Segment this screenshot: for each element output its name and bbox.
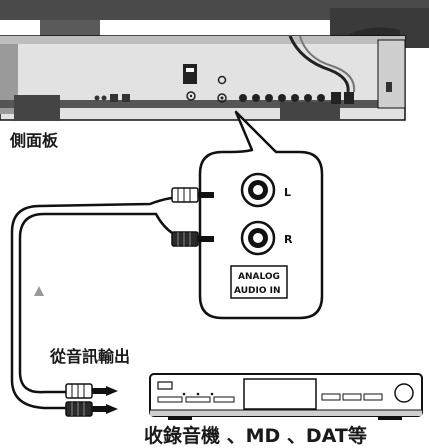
side-panel-label: 側面板 (10, 131, 59, 150)
recorder-device (149, 373, 423, 420)
plug-bottom-upper (65, 383, 118, 399)
jack-left-label: L (284, 186, 291, 199)
jack-row (239, 92, 354, 104)
output-from-label: 從音訊輸出 (50, 347, 131, 366)
analog-label-line2: AUDIO IN (234, 286, 280, 296)
analog-plate (230, 265, 288, 299)
signal-direction-arrow (34, 286, 44, 296)
jack-right-label: R (284, 233, 293, 246)
main-unit (0, 0, 429, 121)
jack-callout: L R ANALOG AUDIO IN (198, 110, 324, 320)
audio-cable (10, 194, 198, 410)
plug-bottom-lower (65, 401, 118, 417)
jack-right (240, 220, 276, 256)
analog-label-line1: ANALOG (238, 272, 280, 282)
plug-left (171, 187, 214, 203)
plug-right (171, 231, 214, 247)
jack-left (240, 172, 276, 208)
small-ports (94, 94, 130, 102)
recorder-devices-label: 收錄音機 、MD 、DAT等 (144, 425, 367, 447)
